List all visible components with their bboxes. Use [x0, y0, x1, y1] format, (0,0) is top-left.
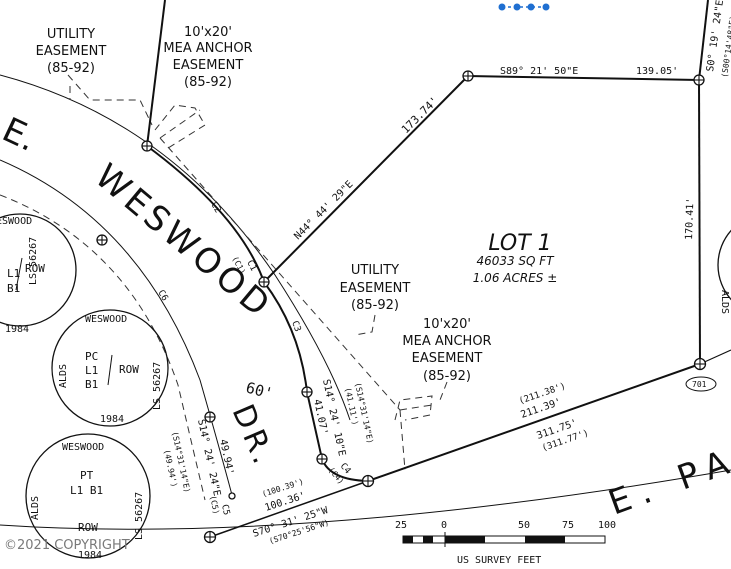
copyright-watermark: ©2021 COPYRIGHT — [4, 538, 130, 553]
marker-row-2 — [204, 411, 216, 423]
north-line-distance: 139.05' — [636, 66, 678, 77]
scale-tick-0: 0 — [441, 520, 447, 531]
monument-ls: LS 56267 — [28, 237, 39, 285]
easement-line: EASEMENT — [173, 58, 244, 73]
marker-ne — [693, 74, 705, 86]
lot-boundary — [146, 0, 731, 538]
scale-bar: 25 0 50 75 100 US SURVEY FEET — [395, 520, 616, 566]
monument-bottom-left: WESWOOD PT L1 B1 ROW ALDS LS 56267 1984 — [25, 433, 151, 561]
easement-line: EASEMENT — [36, 44, 107, 59]
corner-tag-label: 701 — [692, 380, 707, 389]
monument-row: ROW — [25, 262, 45, 275]
monument-lot: L1 — [7, 267, 20, 280]
monument-alds: ALDS — [30, 496, 41, 520]
easement-line: (85-92) — [184, 75, 232, 90]
west-bearing: S14° 24' 24"E — [195, 418, 222, 497]
east-distance: 170.41' — [684, 198, 696, 241]
blue-dots — [498, 3, 550, 11]
marker-row-3 — [203, 530, 217, 544]
curve-c5: C5 — [219, 504, 231, 517]
marker-se — [693, 357, 707, 371]
corner-tag-oval — [685, 376, 717, 392]
scale-tick-75: 75 — [562, 520, 574, 531]
marker-curve-pt — [301, 386, 313, 398]
easement-line: EASEMENT — [412, 351, 483, 366]
monument-row: ROW — [78, 521, 98, 534]
easement-line: MEA ANCHOR — [163, 41, 252, 56]
marker-curve-pc — [258, 276, 270, 288]
monument-ls: LS 56267 — [134, 492, 145, 540]
monument-name: WESWOOD — [62, 442, 104, 453]
alds-label: ALDS — [719, 290, 730, 314]
monument-alds: ALDS — [58, 364, 69, 388]
easement-label-utility-topleft: UTILITY EASEMENT (85-92) — [36, 27, 107, 76]
marker-dr-south — [316, 453, 328, 465]
lot-area-sqft: 46033 SQ FT — [476, 254, 555, 268]
street-width: 60' — [244, 378, 275, 402]
marker-dot — [228, 492, 236, 500]
easement-line: EASEMENT — [340, 281, 411, 296]
marker-sw — [361, 474, 375, 488]
monument-mid-left: WESWOOD PC L1 B1 ROW ALDS LS 56267 1984 — [51, 309, 169, 427]
monument-name: WESWOOD — [85, 314, 127, 325]
easement-line: UTILITY — [351, 263, 399, 278]
easement-line: (85-92) — [47, 61, 95, 76]
easement-line: MEA ANCHOR — [402, 334, 491, 349]
monument-ls: LS 56267 — [152, 362, 163, 410]
curve-c2: C2 — [208, 201, 222, 215]
easement-label-anchor-top: 10'x20' MEA ANCHOR EASEMENT (85-92) — [163, 25, 252, 90]
monument-lot-block: L1 B1 — [70, 484, 103, 497]
curve-c1: C1 — [244, 259, 258, 273]
monument-block: B1 — [85, 378, 98, 391]
lot-label: LOT 1 46033 SQ FT 1.06 ACRES ± — [473, 231, 558, 285]
monument-name: ESWOOD — [0, 216, 32, 227]
easement-dashed-lines — [0, 74, 433, 501]
curve-c5-record: (C5) — [208, 495, 221, 516]
curve-labels: C2 C1 (C1) C3 C4 (C4) C5 (C5) C6 — [155, 201, 352, 517]
monument-lot: L1 — [85, 364, 98, 377]
monument-pc: PC — [85, 350, 98, 363]
leader-lines — [69, 86, 448, 401]
marker-north — [462, 70, 474, 82]
easement-line: (85-92) — [423, 369, 471, 384]
right-of-way-lines — [0, 74, 731, 530]
curve-c3: C3 — [289, 320, 302, 334]
easement-line: 10'x20' — [423, 317, 471, 332]
easement-label-anchor-mid: 10'x20' MEA ANCHOR EASEMENT (85-92) — [402, 317, 491, 384]
marker-row-1 — [96, 234, 108, 246]
scale-tick-50: 50 — [518, 520, 530, 531]
east-record-bearing: (S00°14'48"E) — [720, 15, 731, 78]
monument-year: 1984 — [5, 324, 29, 335]
monument-year: 1984 — [78, 550, 102, 561]
easement-line: UTILITY — [47, 27, 95, 42]
scale-tick-100: 100 — [598, 520, 616, 531]
monument-block: B1 — [7, 282, 20, 295]
scale-tick-25: 25 — [395, 520, 407, 531]
lot-title: LOT 1 — [488, 231, 551, 256]
easement-label-utility-mid: UTILITY EASEMENT (85-92) — [340, 263, 411, 313]
survey-markers: 701 — [96, 70, 717, 544]
curve-c6: C6 — [155, 289, 169, 303]
diagonal-bearing: N44° 44' 29"E — [292, 179, 355, 242]
lot-area-acres: 1.06 ACRES ± — [473, 271, 558, 285]
easement-line: (85-92) — [351, 298, 399, 313]
scale-units: US SURVEY FEET — [457, 555, 541, 566]
monument-top-left: ESWOOD L1 B1 1984 LS 56267 ROW — [0, 213, 77, 335]
marker-nw — [141, 140, 153, 152]
monument-right-partial: ALDS — [717, 229, 731, 314]
west-distance: 49.94' — [217, 438, 235, 476]
lower-street: E. PA — [603, 440, 731, 524]
monument-year: 1984 — [100, 414, 124, 425]
northwest-distance: 173.74' — [399, 94, 441, 136]
street-prefix-e: E. — [0, 110, 42, 160]
monument-row: ROW — [119, 363, 139, 376]
easement-line: 10'x20' — [184, 25, 232, 40]
north-line-bearing: S89° 21' 50"E — [500, 66, 578, 77]
monument-pt: PT — [80, 469, 94, 482]
